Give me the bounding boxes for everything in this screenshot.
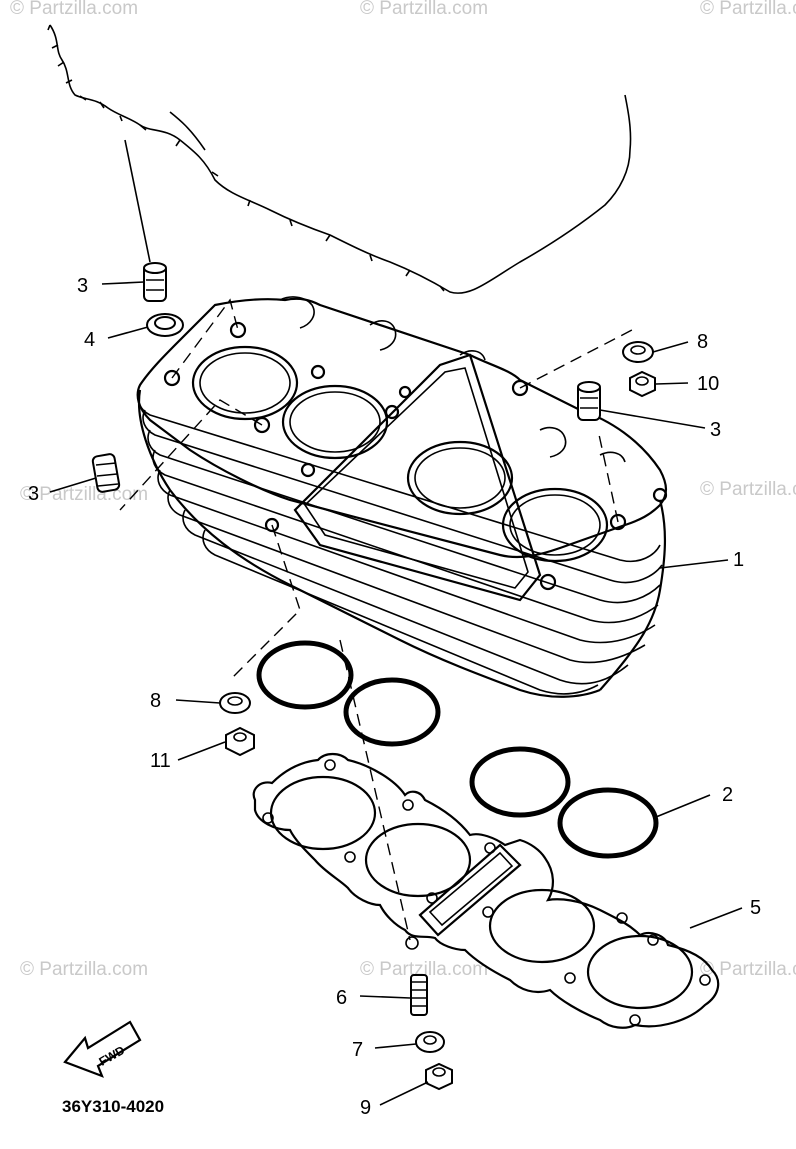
cylinder-o-rings [256,640,659,859]
watermark: © Partzilla.com [20,484,148,505]
washer [415,1031,445,1053]
o-ring [343,677,441,747]
o-ring [256,640,354,710]
callout-5: 5 [750,897,761,919]
callout-11: 11 [150,750,171,772]
callout-7: 7 [352,1039,363,1061]
watermark: © Partzilla.com [700,0,796,19]
cap-nut [629,370,656,398]
stud-bolt [410,974,428,1016]
callout-8: 8 [697,331,708,353]
callout-2: 2 [722,784,733,806]
copper-washer [219,692,251,714]
o-ring [469,746,571,818]
small-parts [91,262,656,1091]
o-ring [557,787,659,859]
callout-6: 6 [336,987,347,1009]
callout-3: 3 [77,275,88,297]
callout-10: 10 [697,373,719,395]
callout-8: 8 [150,690,161,712]
callout-4: 4 [84,329,95,351]
forward-arrow-icon: FWD [63,1020,142,1078]
watermark: © Partzilla.com [360,959,488,980]
watermark-group: © Partzilla.com © Partzilla.com © Partzi… [10,0,796,980]
callout-3: 3 [28,483,39,505]
copper-washer [622,341,654,363]
alignment-lines [119,298,633,941]
leader-lines [49,281,743,1106]
watermark: © Partzilla.com [360,0,488,19]
cylinder-block [136,296,668,698]
callout-9: 9 [360,1097,371,1119]
callout-labels: 3 4 3 8 10 3 1 8 11 2 5 6 7 9 [28,275,761,1119]
dowel-leader-line [124,139,151,263]
watermark: © Partzilla.com [10,0,138,19]
callout-3: 3 [710,419,721,441]
cylinder-base-gasket [252,752,720,1029]
cylinder-head-outline [47,24,632,294]
watermark: © Partzilla.com [700,959,796,980]
watermark: © Partzilla.com [700,479,796,500]
diagram-code: 36Y310-4020 [62,1097,164,1116]
fwd-label: FWD [97,1043,128,1069]
watermark: © Partzilla.com [20,959,148,980]
callout-1: 1 [733,549,744,571]
